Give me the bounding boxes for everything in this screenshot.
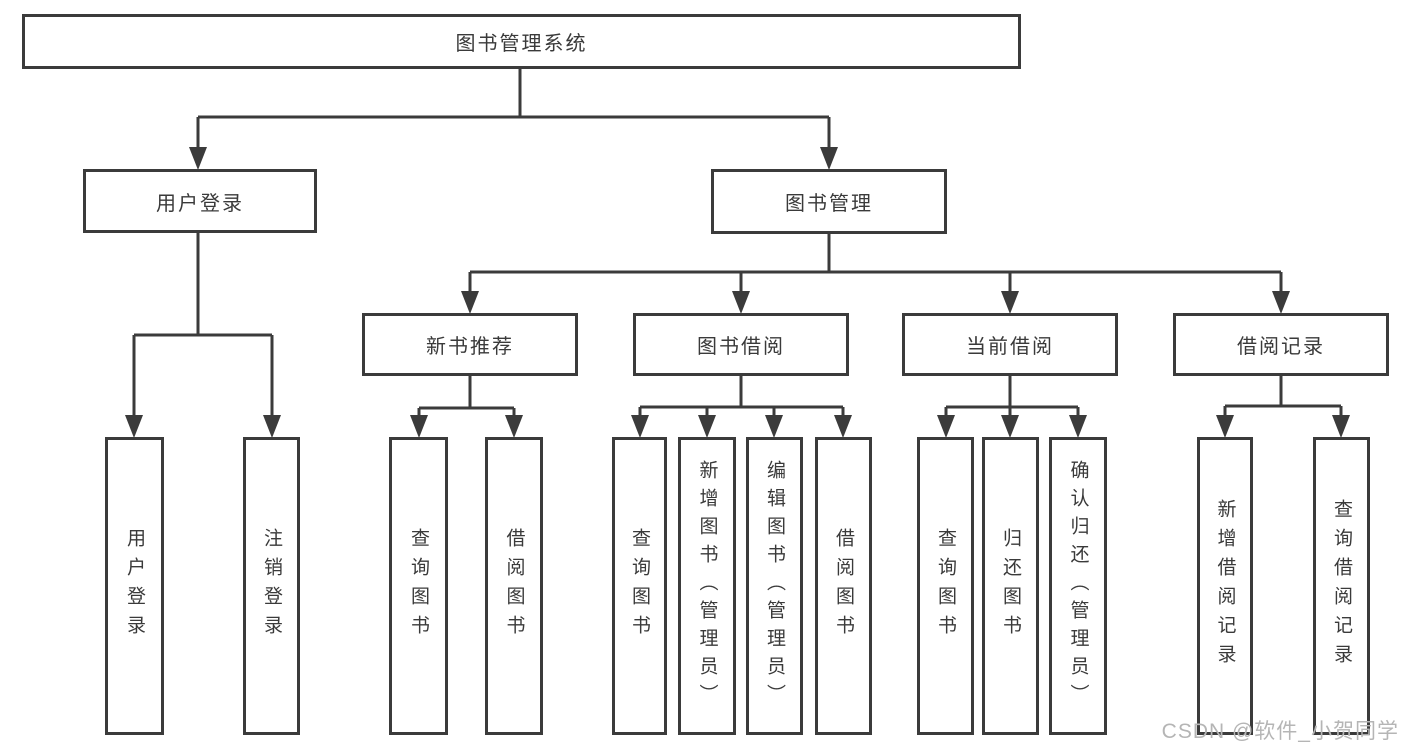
node-label: 归还图书 [1000, 528, 1021, 644]
leaf-query-books-borrowing: 查询图书 [612, 437, 667, 735]
leaf-query-books-current: 查询图书 [917, 437, 974, 735]
node-label: 用户登录 [156, 192, 244, 215]
node-user-login: 用户登录 [83, 169, 317, 233]
leaf-borrow-books-recommend: 借阅图书 [485, 437, 543, 735]
node-label: 确认归还（管理员） [1067, 460, 1089, 712]
node-label: 查询图书 [935, 528, 956, 644]
leaf-add-borrow-record: 新增借阅记录 [1197, 437, 1253, 735]
node-label: 查询图书 [629, 528, 650, 644]
leaf-query-books-recommend: 查询图书 [389, 437, 448, 735]
node-borrowing-records: 借阅记录 [1173, 313, 1389, 376]
leaf-borrow-books: 借阅图书 [815, 437, 872, 735]
node-label: 新书推荐 [426, 336, 514, 358]
node-label: 查询借阅记录 [1331, 499, 1352, 673]
node-label: 编辑图书（管理员） [764, 460, 785, 712]
node-label: 新增借阅记录 [1214, 499, 1236, 673]
node-label: 用户登录 [124, 528, 145, 644]
node-label: 图书管理系统 [455, 33, 588, 55]
leaf-return-book: 归还图书 [982, 437, 1039, 735]
node-label: 图书管理 [785, 193, 873, 215]
leaf-add-book-admin: 新增图书（管理员） [678, 437, 736, 735]
node-label: 新增图书（管理员） [696, 460, 718, 712]
csdn-watermark: CSDN @软件_小贺同学 [1161, 720, 1399, 743]
leaf-logout: 注销登录 [243, 437, 300, 735]
node-root-system: 图书管理系统 [22, 14, 1021, 69]
node-current-borrowing: 当前借阅 [902, 313, 1118, 376]
leaf-user-login: 用户登录 [105, 437, 164, 735]
node-label: 当前借阅 [966, 336, 1054, 358]
leaf-edit-book-admin: 编辑图书（管理员） [746, 437, 803, 735]
node-label: 借阅记录 [1237, 336, 1325, 358]
leaf-confirm-return-admin: 确认归还（管理员） [1049, 437, 1107, 735]
node-label: 查询图书 [408, 528, 429, 644]
node-label: 注销登录 [261, 528, 282, 644]
node-new-book-recommend: 新书推荐 [362, 313, 578, 376]
node-label: 借阅图书 [833, 528, 854, 644]
node-book-borrowing: 图书借阅 [633, 313, 849, 376]
leaf-query-borrow-record: 查询借阅记录 [1313, 437, 1370, 735]
node-label: 借阅图书 [503, 528, 525, 644]
node-label: 图书借阅 [697, 336, 785, 358]
node-book-management: 图书管理 [711, 169, 947, 234]
